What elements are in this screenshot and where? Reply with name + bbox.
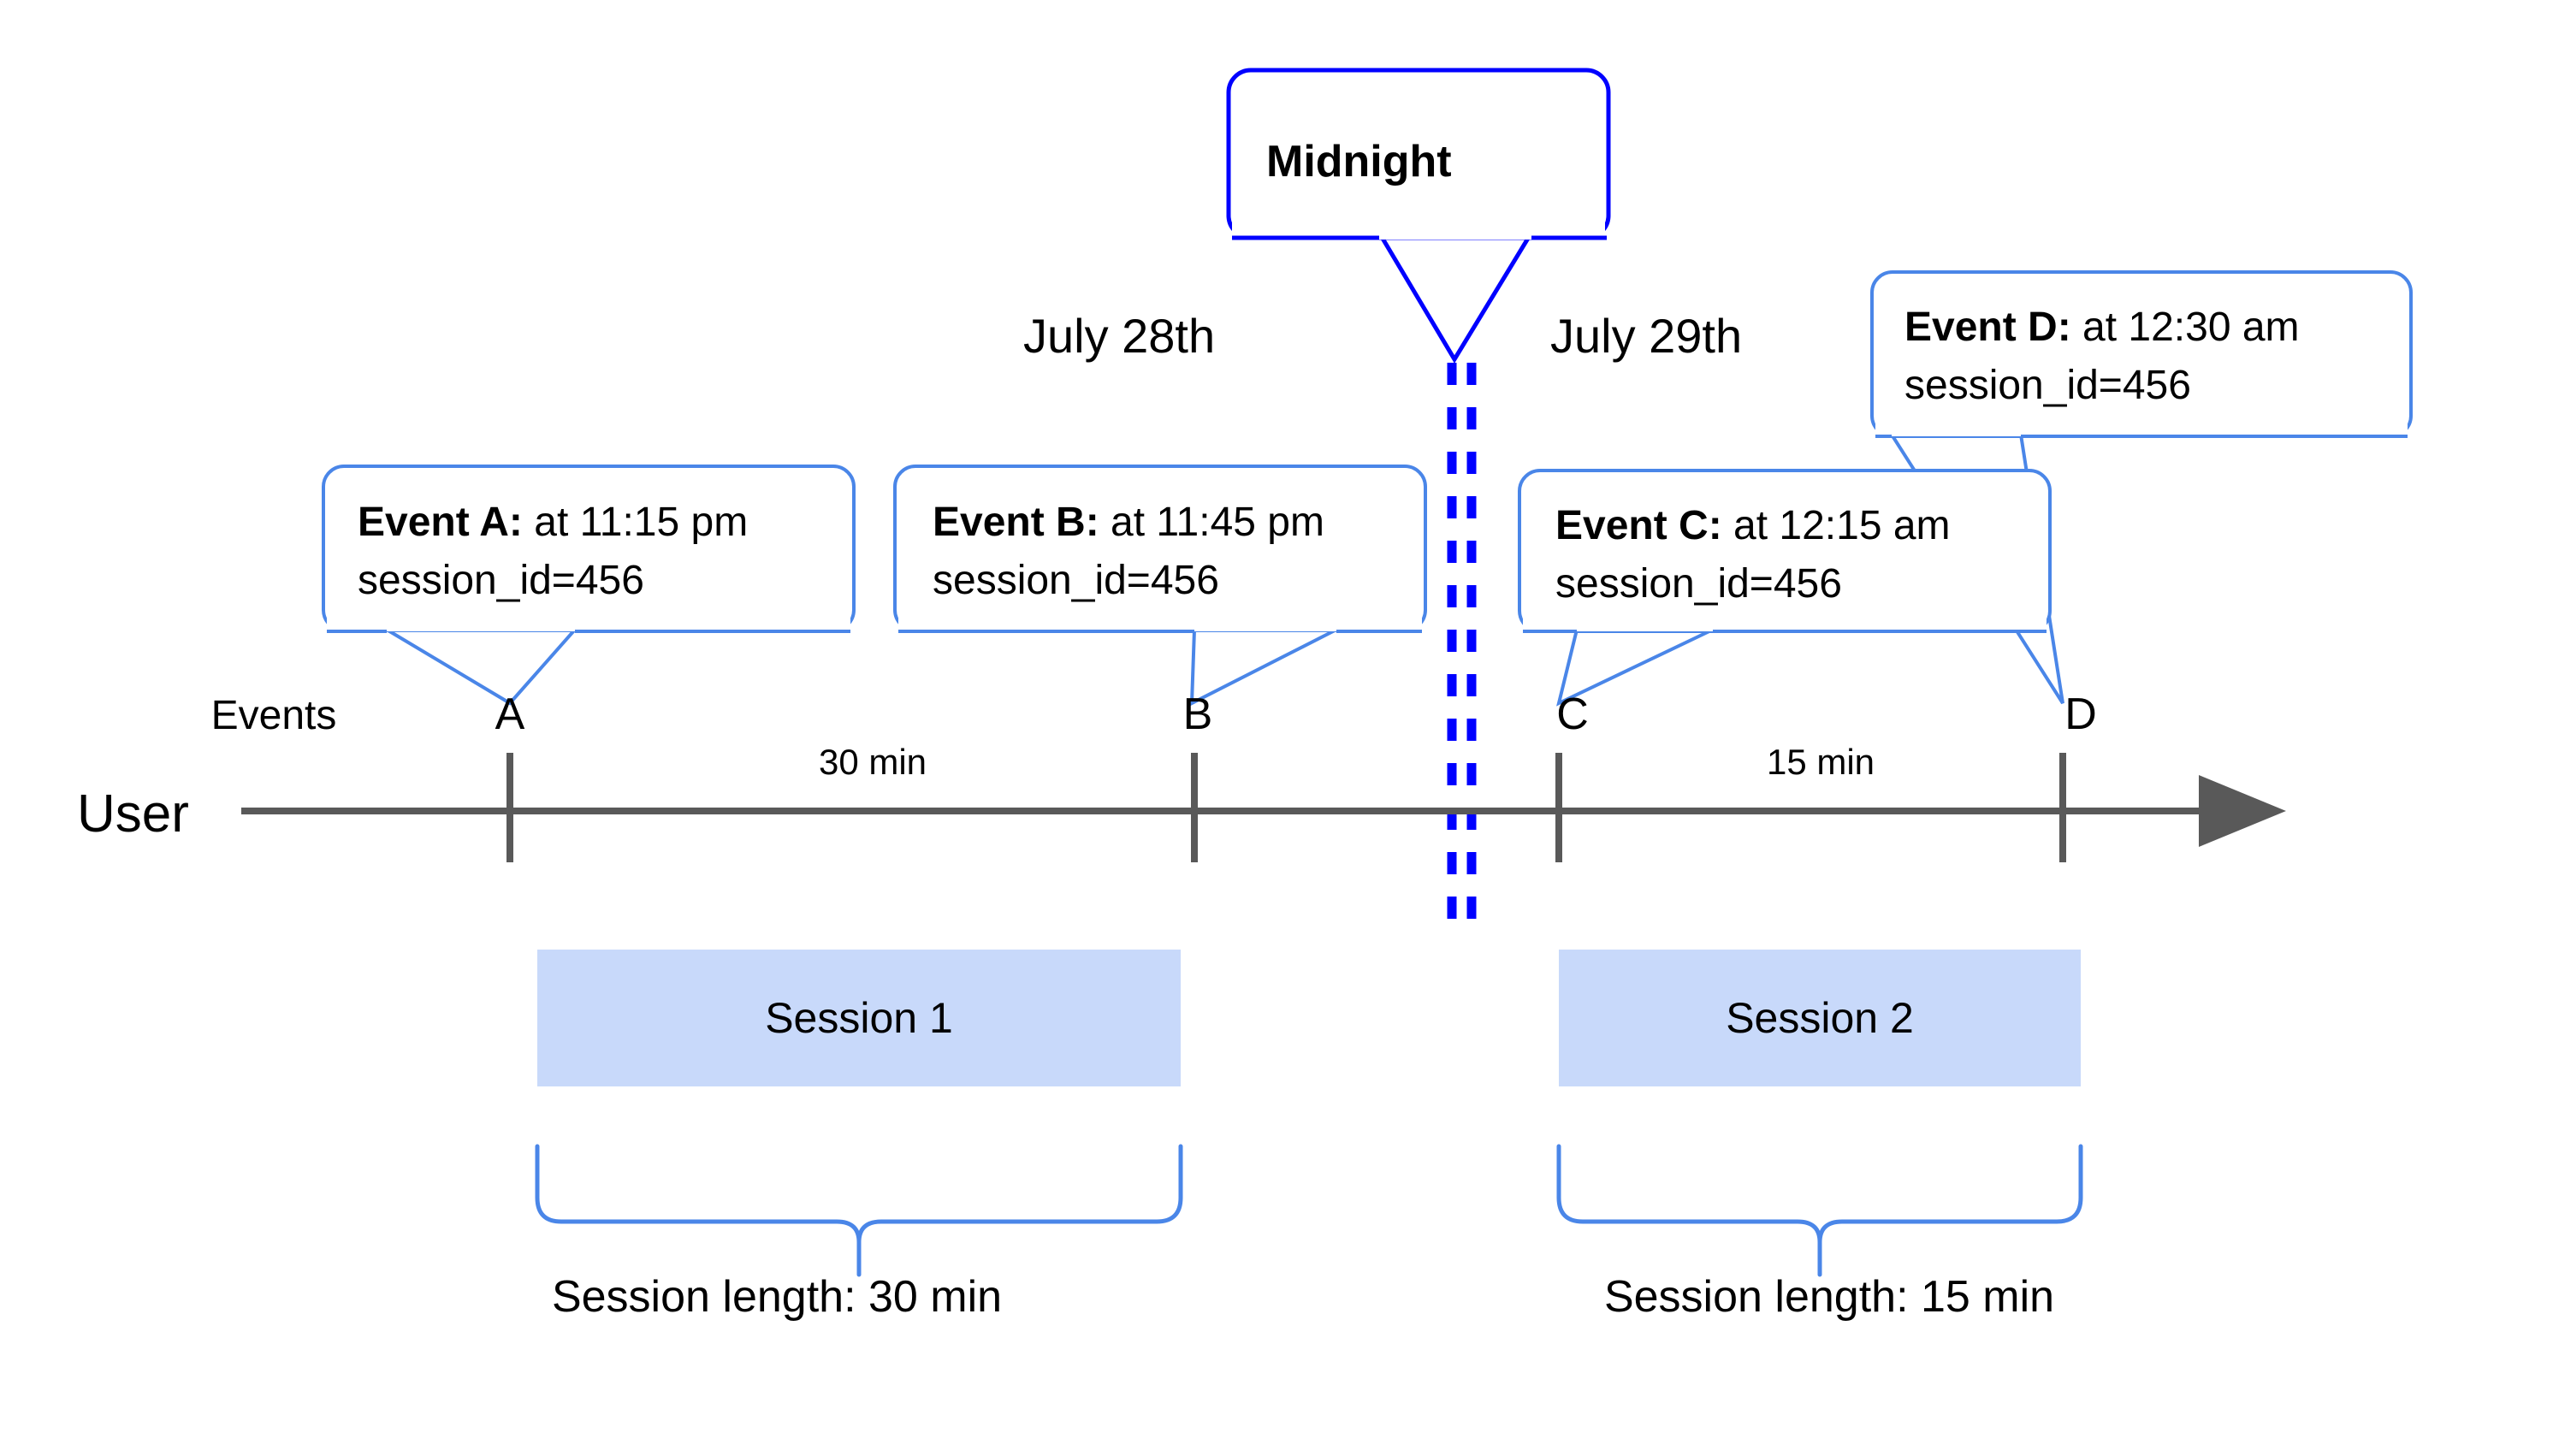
event-callout-b-seam xyxy=(898,607,1422,631)
event-callout-a-tail xyxy=(380,628,579,706)
event-callout-a-seam xyxy=(327,607,850,631)
midnight-tail-seam xyxy=(1232,214,1605,240)
session-bar-2-rect xyxy=(1559,950,2081,1086)
session-brace-1-path xyxy=(535,1144,1183,1277)
gap-label-15-min: 15 min xyxy=(1767,742,1875,782)
event-callout-c-line2: session_id=456 xyxy=(1555,561,1842,607)
event-callout-d-line1: Event D: at 12:30 am xyxy=(1904,305,2300,350)
event-callout-d-line2: session_id=456 xyxy=(1904,363,2191,408)
tick-letter-a: A xyxy=(495,690,525,739)
event-c-bold: Event C: xyxy=(1555,503,1722,548)
event-callout-c-seam xyxy=(1523,609,2047,631)
session-bar-2-label: Session 2 xyxy=(1726,994,1914,1042)
timeline-axis xyxy=(241,753,2286,862)
session-length-label-2: Session length: 15 min xyxy=(1604,1272,2054,1322)
session-length-label-1: Session length: 30 min xyxy=(552,1272,1002,1322)
gap-label-30-min: 30 min xyxy=(819,742,927,782)
event-b-detail: at 11:45 pm xyxy=(1099,500,1324,545)
session-bar-1[interactable]: Session 1 xyxy=(537,950,1181,1086)
session-brace-2-path xyxy=(1556,1144,2083,1277)
event-callout-d-seam xyxy=(1875,412,2408,436)
event-callout-b-box xyxy=(893,465,1427,632)
event-d-detail: at 12:30 am xyxy=(2071,305,2300,350)
tick-letter-b: B xyxy=(1183,690,1213,739)
event-callout-c-line1: Event C: at 12:15 am xyxy=(1555,503,1951,548)
row-label-user: User xyxy=(77,784,189,843)
session-brace-1 xyxy=(535,1144,1183,1277)
date-label-july-29: July 29th xyxy=(1550,309,1742,363)
axis-arrowhead-icon xyxy=(2199,775,2286,847)
event-callout-a-box xyxy=(322,465,856,632)
event-callout-b-tail xyxy=(1189,628,1337,707)
event-d-bold: Event D: xyxy=(1904,305,2071,350)
event-callout-b[interactable]: Event B: at 11:45 pm session_id=456 xyxy=(893,465,1427,707)
midnight-callout[interactable]: Midnight xyxy=(1226,68,1611,364)
event-callout-b-line2: session_id=456 xyxy=(933,558,1219,603)
session-bar-1-rect xyxy=(537,950,1181,1086)
session-bar-1-label: Session 1 xyxy=(765,994,953,1042)
event-callout-c-box xyxy=(1518,469,2052,633)
row-label-events: Events xyxy=(211,693,337,738)
session-brace-2 xyxy=(1556,1144,2083,1277)
tick-letter-d: D xyxy=(2064,690,2097,739)
session-bar-2[interactable]: Session 2 xyxy=(1559,950,2081,1086)
event-a-bold: Event A: xyxy=(358,500,523,545)
event-callout-a[interactable]: Event A: at 11:15 pm session_id=456 xyxy=(322,465,856,706)
midnight-callout-tail xyxy=(1375,230,1536,364)
event-callout-a-line1: Event A: at 11:15 pm xyxy=(358,500,748,545)
event-b-bold: Event B: xyxy=(933,500,1099,545)
midnight-label: Midnight xyxy=(1266,137,1452,186)
midnight-divider xyxy=(1447,363,1477,926)
event-a-detail: at 11:15 pm xyxy=(523,500,748,545)
date-label-july-28: July 28th xyxy=(1023,309,1215,363)
event-c-detail: at 12:15 am xyxy=(1722,503,1951,548)
event-callout-a-line2: session_id=456 xyxy=(358,558,644,603)
event-callout-b-line1: Event B: at 11:45 pm xyxy=(933,500,1324,545)
event-callout-c[interactable]: Event C: at 12:15 am session_id=456 xyxy=(1518,469,2052,707)
event-callout-d-box xyxy=(1870,270,2413,438)
tick-letter-c: C xyxy=(1556,690,1589,739)
